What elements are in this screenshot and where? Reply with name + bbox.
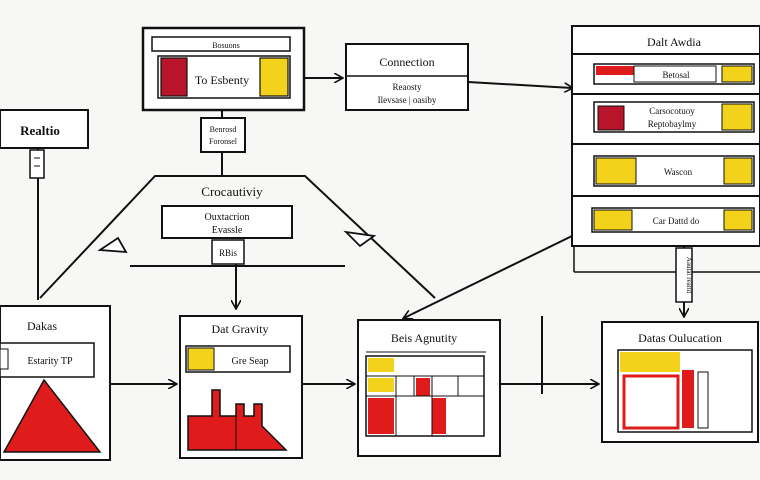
row2-yellow-block: [721, 103, 753, 131]
beis-node: Beis Agnutity: [357, 319, 501, 457]
small-box-frame: [200, 117, 246, 153]
realtio-connector-tag: [29, 149, 45, 179]
capability-title: Crocautiviy: [201, 184, 263, 199]
datas-node: Dakas Estarity TP: [0, 305, 111, 461]
beis-title: Beis Agnutity: [391, 331, 457, 345]
realtio-title: Realtio: [20, 123, 60, 138]
data-area-title: Dalt Awdia: [647, 35, 702, 49]
roof-arrowheads: [97, 230, 377, 254]
data-area-connector-label: Aautal reattd: [685, 257, 693, 294]
row4-yellow-left: [593, 209, 633, 231]
outcome-title: Datas Oulucation: [638, 331, 722, 345]
gravity-red-factory: [187, 389, 288, 451]
top-card-maroon-block: [160, 57, 188, 97]
row2-label2: Reptobaylmy: [648, 119, 697, 129]
arrow-to-beis-from-data-area: [404, 235, 573, 318]
realtio-frame: [0, 109, 89, 149]
beis-red-3: [432, 398, 446, 434]
beis-yellow-2: [368, 378, 394, 392]
connection-line2: Ilevsase | oasiby: [378, 95, 437, 105]
beis-yellow-1: [368, 358, 394, 372]
row4-yellow-right: [723, 209, 753, 231]
outcome-white-panel: [697, 371, 709, 429]
small-box-line2: Foronsel: [209, 137, 238, 146]
row1-label-box: [633, 65, 717, 83]
outcome-red-frame: [622, 374, 680, 430]
row3-yellow-left: [595, 157, 637, 185]
roof-arrowhead-right: [343, 230, 377, 248]
capability-inner-frame: [161, 205, 293, 239]
beis-red-2: [368, 398, 394, 434]
outcome-yellow-block: [620, 352, 680, 372]
beis-red-1: [416, 378, 430, 396]
top-card-yellow-block: [259, 57, 289, 97]
gravity-yellow-block: [187, 347, 215, 371]
datas-red-triangle: [2, 378, 102, 453]
row3-yellow-right: [723, 157, 753, 185]
capability-line1: Ouxtacrion: [205, 212, 250, 223]
dat-gravity-node: Dat Gravity Gre Seap: [179, 315, 303, 459]
datas-label-box: [0, 342, 95, 378]
arrow-connection-to-data-area: [467, 81, 572, 88]
top-card-header: Bosuons: [212, 41, 240, 50]
data-area: Dalt Awdia Betosal Carsocotuoy Reptobayl…: [571, 25, 760, 303]
connection-line1: Reaosty: [393, 82, 422, 92]
row1-yellow-block: [721, 65, 753, 83]
row2-label: Carsocotuoy: [649, 106, 695, 116]
datas-tick: [0, 348, 9, 370]
row1-label: Betosal: [663, 70, 690, 80]
connection-box: Connection Reaosty Ilevsase | oasiby: [345, 43, 469, 111]
capability-line2: Evassle: [212, 225, 243, 236]
outcome-red-bar: [682, 370, 694, 428]
capability-tag-box: [211, 239, 245, 265]
gravity-title: Dat Gravity: [212, 322, 269, 336]
row3-label: Wascon: [664, 167, 693, 177]
top-card-header-bar: [151, 36, 291, 52]
top-card: Bosuons To Esbenty: [141, 26, 306, 112]
data-area-connector-tag: [675, 247, 693, 303]
capability-tag: RBis: [219, 248, 238, 258]
small-box: Benrosd Foronsel: [200, 117, 246, 153]
connection-title: Connection: [379, 55, 434, 69]
realtio-box: Realtio: [0, 109, 89, 179]
small-box-line1: Benrosd: [210, 125, 237, 134]
roof-arrowhead-left: [97, 236, 128, 254]
row4-label: Car Dattd do: [653, 216, 700, 226]
datas-title: Dakas: [27, 319, 57, 333]
capability-node: Crocautiviy Ouxtacrion Evassle RBis: [161, 184, 293, 265]
top-card-label: To Esbenty: [195, 73, 249, 87]
row2-maroon-block: [597, 105, 625, 131]
datas-label: Estarity TP: [27, 356, 73, 367]
gravity-label: Gre Seap: [232, 356, 269, 367]
connection-frame: [345, 43, 469, 111]
data-outcome-node: Datas Oulucation: [601, 321, 759, 443]
row1-red-block: [596, 66, 634, 75]
